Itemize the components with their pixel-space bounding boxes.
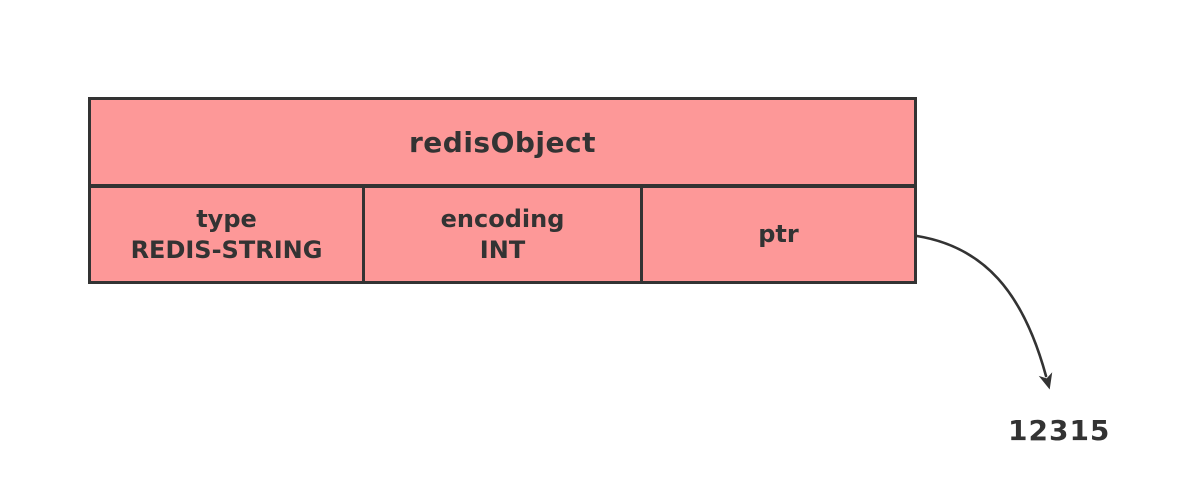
field-name-ptr: ptr [758, 220, 799, 248]
field-value-encoding: INT [479, 235, 526, 264]
table-header-row: redisObject [91, 100, 914, 188]
field-value-type: REDIS-STRING [130, 235, 323, 264]
table-fields-row: type REDIS-STRING encoding INT ptr [91, 188, 914, 281]
redis-object-table: redisObject type REDIS-STRING encoding I… [88, 97, 917, 284]
field-name-encoding: encoding [440, 204, 565, 233]
pointer-value-label: 12315 [1008, 414, 1111, 447]
table-title: redisObject [408, 125, 597, 159]
cell-ptr: ptr [643, 188, 914, 281]
field-name-type: type [196, 204, 257, 233]
cell-encoding: encoding INT [365, 188, 643, 281]
cell-type: type REDIS-STRING [91, 188, 365, 281]
